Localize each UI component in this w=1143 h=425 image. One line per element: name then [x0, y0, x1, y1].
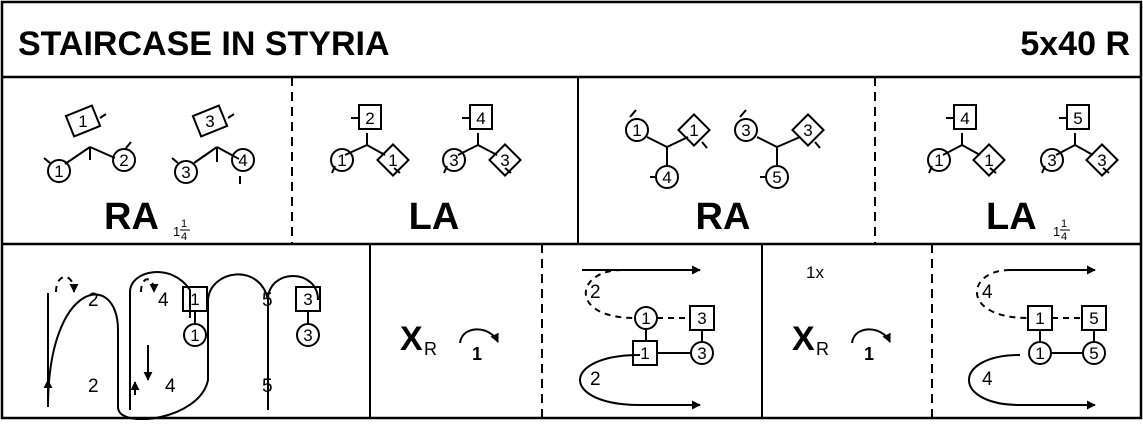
svg-text:1x: 1x	[806, 263, 824, 282]
position-2: 4 4 1 5 1 5	[968, 265, 1107, 410]
dance-title: STAIRCASE IN STYRIA	[18, 25, 390, 63]
svg-text:1: 1	[689, 121, 698, 140]
svg-text:1: 1	[190, 326, 199, 345]
dashed-dividers	[291, 77, 933, 418]
svg-text:3: 3	[500, 151, 509, 170]
svg-text:3: 3	[1097, 151, 1106, 170]
man-box	[191, 104, 229, 138]
man-box	[64, 104, 102, 138]
svg-text:2: 2	[365, 109, 374, 128]
svg-text:2: 2	[119, 151, 128, 170]
svg-text:5: 5	[1073, 109, 1082, 128]
svg-text:1: 1	[78, 112, 87, 131]
svg-text:3: 3	[303, 290, 312, 309]
move-label: RA	[696, 196, 751, 238]
svg-text:3: 3	[205, 112, 214, 131]
formation-label: 5x40 R	[1020, 25, 1130, 63]
svg-text:2: 2	[590, 282, 601, 303]
panel-la-2: 4 1 1 5 3 3 LA 1 1 4	[927, 104, 1119, 243]
svg-text:5: 5	[262, 376, 273, 397]
svg-text:2: 2	[590, 369, 601, 390]
panel-ra-2: 1 1 4 3 3 5 RA	[625, 109, 825, 238]
svg-text:1: 1	[1053, 224, 1060, 239]
svg-text:2: 2	[88, 290, 99, 311]
svg-text:1: 1	[632, 121, 641, 140]
svg-text:X: X	[792, 320, 815, 358]
svg-text:3: 3	[303, 326, 312, 345]
woman-circle	[174, 160, 198, 184]
svg-text:4: 4	[982, 369, 993, 390]
svg-text:4: 4	[1061, 231, 1067, 243]
svg-text:X: X	[400, 320, 423, 358]
svg-text:3: 3	[697, 344, 706, 363]
svg-text:3: 3	[741, 121, 750, 140]
svg-text:3: 3	[697, 309, 706, 328]
svg-text:1: 1	[1035, 344, 1044, 363]
move-label: RA	[104, 196, 159, 238]
panel-ra-1: 1 1 2 3 3 4 RA 1 1 4	[43, 104, 255, 243]
svg-text:R: R	[816, 339, 829, 359]
woman-circle	[47, 159, 71, 183]
move-label: LA	[986, 196, 1037, 238]
svg-text:1: 1	[1061, 218, 1067, 230]
svg-text:1: 1	[1035, 309, 1044, 328]
svg-text:1: 1	[984, 151, 993, 170]
cross-right-1: X R 1	[400, 320, 499, 364]
turn-arrow	[851, 328, 891, 344]
svg-text:1: 1	[181, 218, 187, 230]
svg-text:1: 1	[934, 151, 943, 170]
position-1: 2 2 1 3 1 3	[579, 265, 715, 410]
svg-text:4: 4	[662, 168, 671, 187]
path-panel: 2 2 4 4 5 5 1 1 3 3	[43, 271, 321, 421]
svg-text:3: 3	[1047, 151, 1056, 170]
svg-text:1: 1	[472, 344, 482, 364]
svg-text:1: 1	[54, 162, 63, 181]
svg-text:1: 1	[337, 151, 346, 170]
svg-text:1: 1	[173, 224, 180, 239]
svg-text:2: 2	[88, 376, 99, 397]
svg-text:4: 4	[158, 290, 169, 311]
svg-text:1: 1	[641, 309, 650, 328]
svg-text:4: 4	[165, 376, 176, 397]
svg-text:4: 4	[476, 109, 485, 128]
svg-text:3: 3	[181, 163, 190, 182]
svg-text:5: 5	[772, 168, 781, 187]
woman-circle	[112, 148, 136, 172]
svg-text:R: R	[424, 339, 437, 359]
svg-text:4: 4	[982, 282, 993, 303]
svg-text:4: 4	[960, 109, 969, 128]
woman-circle	[231, 148, 255, 172]
svg-text:1: 1	[190, 290, 199, 309]
turn-arrow	[459, 328, 499, 344]
svg-text:1: 1	[640, 344, 649, 363]
svg-text:4: 4	[181, 231, 187, 243]
svg-text:5: 5	[262, 290, 273, 311]
svg-text:1: 1	[388, 151, 397, 170]
svg-text:5: 5	[1089, 309, 1098, 328]
svg-text:4: 4	[238, 151, 247, 170]
panel-la: 2 1 1 4 3 3 LA	[330, 104, 522, 238]
svg-text:5: 5	[1089, 344, 1098, 363]
cross-right-2: 1x X R 1	[792, 263, 891, 364]
svg-text:3: 3	[449, 151, 458, 170]
move-label: LA	[409, 196, 460, 238]
svg-text:3: 3	[803, 121, 812, 140]
svg-text:1: 1	[864, 344, 874, 364]
